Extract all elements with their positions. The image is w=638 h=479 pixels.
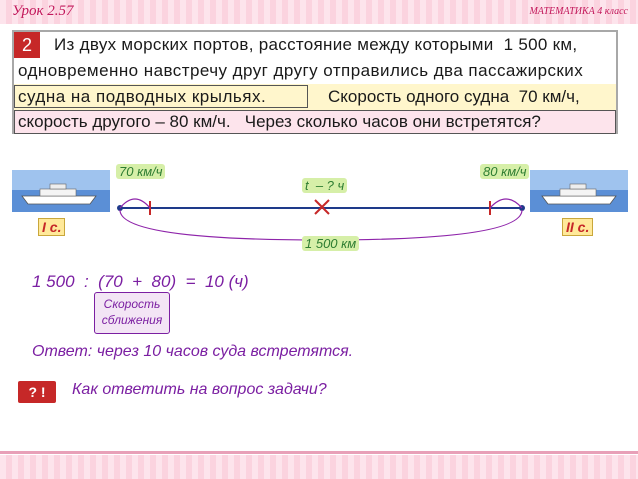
problem-line-3: судна на подводных крыльях. Скорость одн… xyxy=(14,84,616,110)
time-label: t – ? ч xyxy=(302,178,348,193)
left-hour-arc xyxy=(119,198,151,209)
question-box xyxy=(14,110,616,134)
answer-text: Ответ: через 10 часов суда встретятся. xyxy=(32,343,354,360)
problem-line-1: 2 Из двух морских портов, расстояние меж… xyxy=(14,32,616,58)
problem-text-1: Из двух морских портов, расстояние между… xyxy=(54,35,578,54)
question-mark-icon[interactable]: ? ! xyxy=(18,381,56,403)
speed-left-label: 70 км/ч xyxy=(116,164,166,179)
subject-label: МАТЕМАТИКА 4 класс xyxy=(529,6,628,17)
highlight-box xyxy=(14,85,308,108)
problem-text-3a: судна на подводных крыльях. xyxy=(18,87,267,106)
problem-number-badge: 2 xyxy=(14,32,40,58)
problem-statement: 2 Из двух морских портов, расстояние меж… xyxy=(12,30,618,134)
follow-up-question: Как ответить на вопрос задачи? xyxy=(72,381,327,398)
lesson-number: Урок 2.57 xyxy=(12,3,74,19)
note-line-1: Скорость xyxy=(103,297,161,311)
left-ship-image xyxy=(12,170,110,212)
problem-line-2: одновременно навстречу друг другу отправ… xyxy=(14,58,616,84)
solution-expression: 1 500 : (70 + 80) = 10 (ч) xyxy=(32,272,249,291)
distance-label: 1 500 км xyxy=(302,236,360,251)
footer-band xyxy=(0,455,638,479)
problem-text-3b: Скорость одного судна 70 км/ч, xyxy=(328,87,580,106)
right-ship-image xyxy=(530,170,628,212)
footer-divider xyxy=(0,451,638,454)
approach-speed-note: Скорость сближения xyxy=(94,292,170,334)
ship-left-label: I с. xyxy=(38,218,66,236)
ship-right-label: II с. xyxy=(562,218,594,236)
speed-right-label: 80 км/ч xyxy=(480,164,530,179)
problem-text-2: одновременно навстречу друг другу отправ… xyxy=(18,61,584,80)
right-hour-arc xyxy=(489,198,523,209)
problem-text-4: скорость другого – 80 км/ч. Через скольк… xyxy=(18,112,541,131)
problem-line-4: скорость другого – 80 км/ч. Через скольк… xyxy=(14,110,616,134)
note-line-2: сближения xyxy=(101,313,163,327)
header-band xyxy=(0,0,638,24)
